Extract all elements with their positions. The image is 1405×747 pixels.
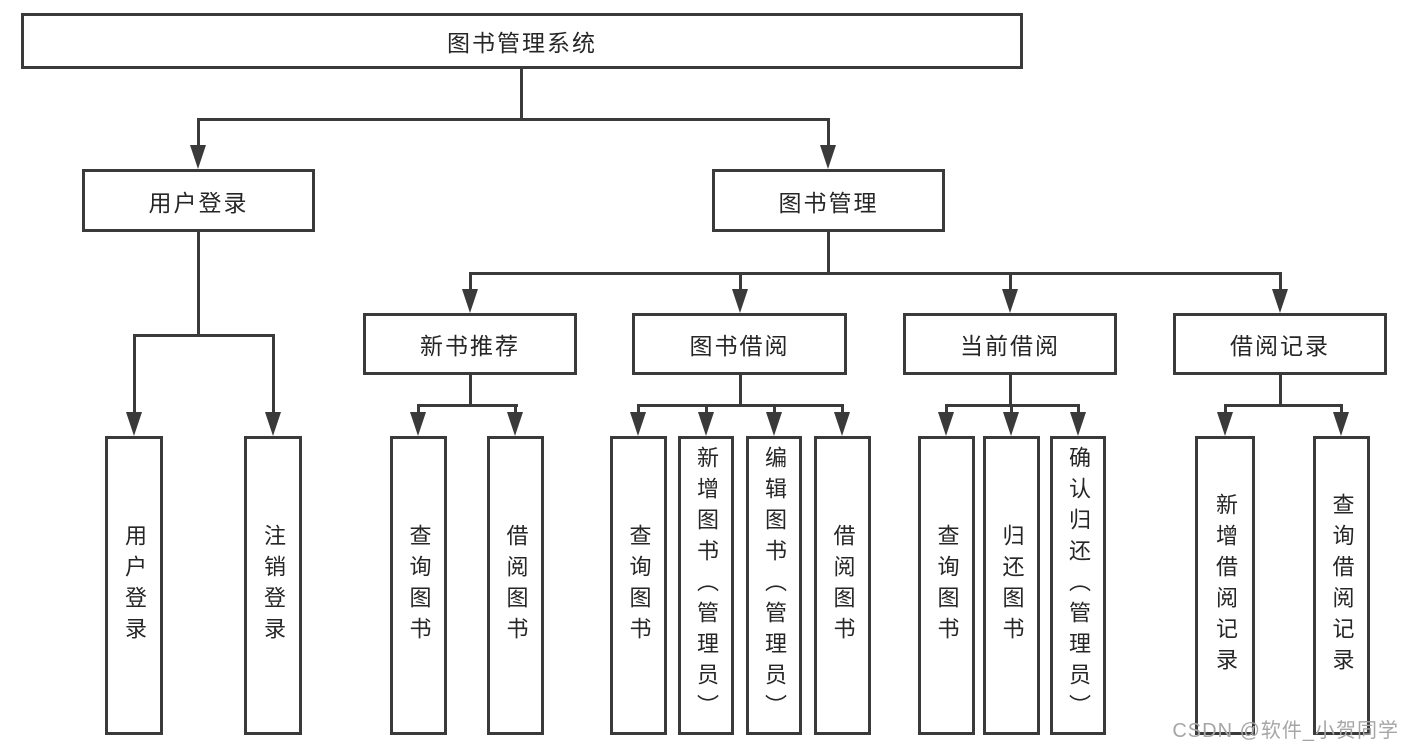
node-query-books-recommend: 查询图书 <box>390 436 447 735</box>
node-add-book-admin: 新增图书（管理员） <box>678 436 734 735</box>
connector-line <box>133 334 275 337</box>
arrow-down-icon <box>1217 412 1233 436</box>
connector-line <box>827 232 830 274</box>
connector-line <box>739 375 742 406</box>
arrow-down-icon <box>462 289 478 313</box>
arrow-down-icon <box>410 412 426 436</box>
node-user-login: 用户登录 <box>82 169 315 232</box>
node-new-book-recommend: 新书推荐 <box>363 313 577 375</box>
node-current-borrow: 当前借阅 <box>903 313 1117 375</box>
connector-line <box>827 118 830 146</box>
connector-line <box>197 232 200 336</box>
connector-line <box>272 334 275 413</box>
node-book-borrow: 图书借阅 <box>632 313 847 375</box>
arrow-down-icon <box>1333 412 1349 436</box>
arrow-down-icon <box>126 412 142 436</box>
connector-line <box>637 404 844 407</box>
connector-line <box>1010 404 1013 413</box>
arrow-down-icon <box>834 412 850 436</box>
connector-line <box>1224 404 1343 407</box>
connector-line <box>739 272 742 290</box>
node-query-books-current: 查询图书 <box>918 436 975 735</box>
node-query-books-borrow: 查询图书 <box>610 436 667 735</box>
node-logout: 注销登录 <box>244 436 302 735</box>
connector-line <box>1224 404 1227 413</box>
connector-line <box>841 404 844 413</box>
connector-line <box>520 69 523 120</box>
arrow-down-icon <box>1272 289 1288 313</box>
connector-line <box>469 272 1282 275</box>
connector-line <box>705 404 708 413</box>
connector-line <box>197 118 200 146</box>
node-edit-book-admin: 编辑图书（管理员） <box>746 436 802 735</box>
arrow-down-icon <box>1003 412 1019 436</box>
arrow-down-icon <box>1070 412 1086 436</box>
node-add-borrow-record: 新增借阅记录 <box>1195 436 1255 735</box>
connector-line <box>1009 272 1012 290</box>
node-query-borrow-record: 查询借阅记录 <box>1313 436 1370 735</box>
arrow-down-icon <box>766 412 782 436</box>
connector-line <box>417 404 420 413</box>
connector-line <box>469 272 472 290</box>
connector-line <box>133 334 136 413</box>
arrow-down-icon <box>507 412 523 436</box>
node-confirm-return-admin: 确认归还（管理员） <box>1050 436 1106 735</box>
connector-line <box>637 404 640 413</box>
node-borrow-books-recommend: 借阅图书 <box>487 436 544 735</box>
node-book-management: 图书管理 <box>712 169 945 232</box>
connector-line <box>773 404 776 413</box>
arrow-down-icon <box>820 145 836 169</box>
connector-line <box>514 404 517 413</box>
arrow-down-icon <box>1002 289 1018 313</box>
arrow-down-icon <box>732 289 748 313</box>
node-borrow-records: 借阅记录 <box>1173 313 1387 375</box>
arrow-down-icon <box>698 412 714 436</box>
arrow-down-icon <box>190 145 206 169</box>
node-book-management-system: 图书管理系统 <box>21 13 1023 69</box>
arrow-down-icon <box>265 412 281 436</box>
connector-line <box>469 375 472 406</box>
connector-line <box>1340 404 1343 413</box>
node-user-login-leaf: 用户登录 <box>105 436 163 735</box>
connector-line <box>197 118 830 121</box>
csdn-watermark: CSDN @软件_小贺同学 <box>1172 720 1399 742</box>
connector-line <box>1009 375 1012 406</box>
connector-line <box>1279 375 1282 406</box>
arrow-down-icon <box>938 412 954 436</box>
connector-line <box>1279 272 1282 290</box>
connector-line <box>945 404 948 413</box>
arrow-down-icon <box>630 412 646 436</box>
connector-line <box>1077 404 1080 413</box>
node-return-books: 归还图书 <box>983 436 1040 735</box>
connector-line <box>417 404 518 407</box>
node-borrow-books-leaf: 借阅图书 <box>814 436 871 735</box>
